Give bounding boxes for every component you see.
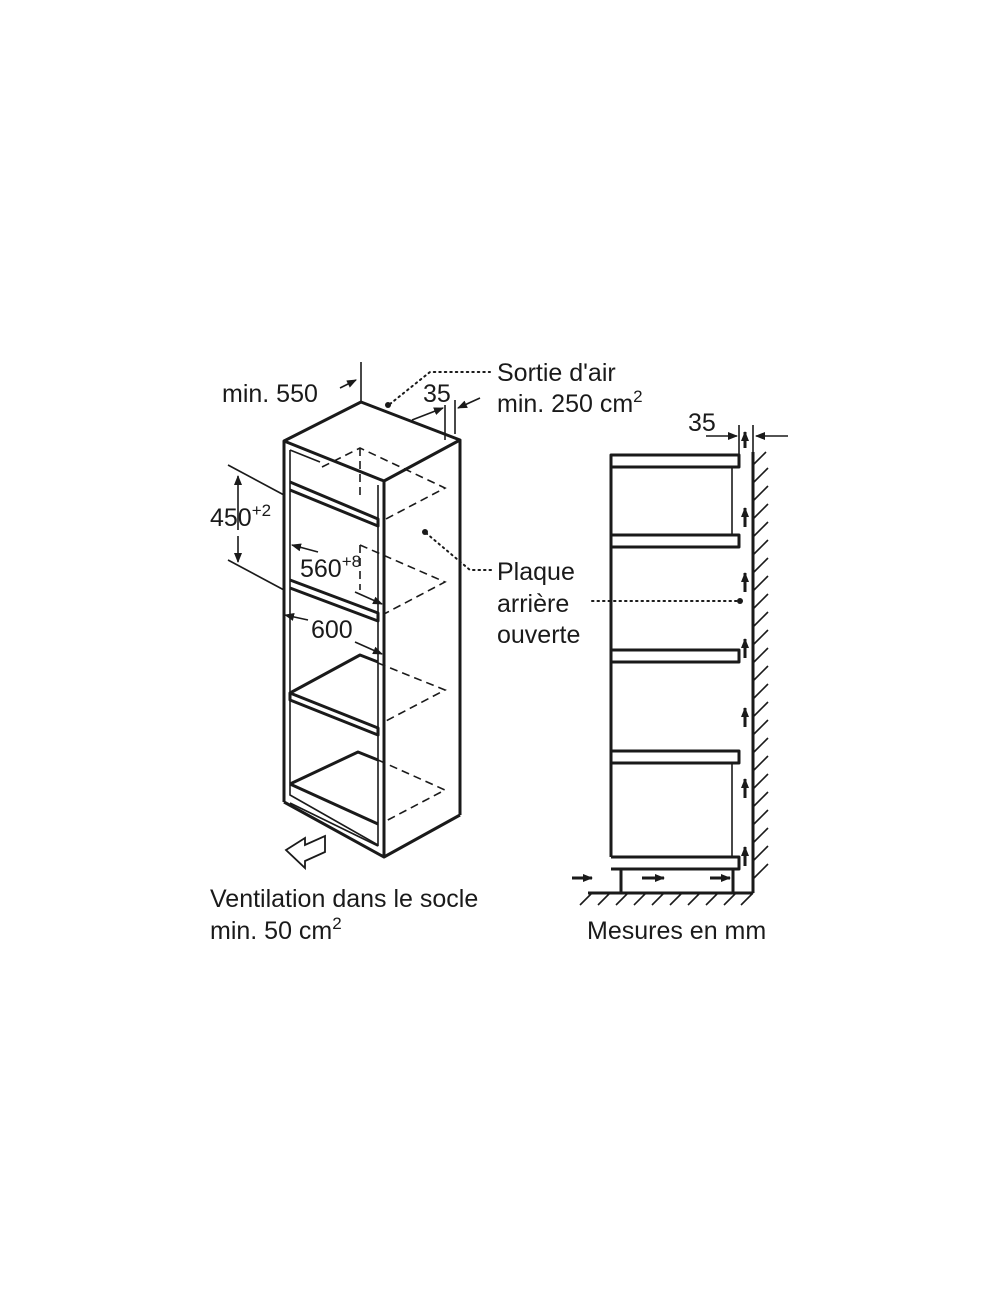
dim-560-value: 560 — [300, 555, 342, 583]
section-upper-shelf — [611, 533, 741, 549]
section-middle-shelf — [611, 648, 741, 664]
plinth-area-sup: 2 — [332, 914, 341, 933]
niche-upper-shelf — [289, 480, 380, 528]
plinth-airflow-arrow-icon — [284, 834, 326, 871]
dim-560-sup: +8 — [342, 552, 361, 571]
dim-450-label: 450+2 — [210, 501, 271, 532]
cabinet-top — [282, 400, 462, 483]
side-dim-35-label: 35 — [688, 409, 716, 437]
cabinet-inner-frame — [289, 450, 379, 847]
air-outlet-area-sup: 2 — [633, 387, 642, 406]
niche-lower-shelf — [288, 691, 380, 737]
back-panel-label-line3: ouverte — [497, 621, 580, 649]
niche-upper-back-dashed — [321, 447, 447, 521]
side-section-view — [572, 425, 788, 906]
cabinet-isometric-view — [227, 362, 494, 871]
back-panel-leader-left — [425, 532, 494, 571]
air-outlet-area-label: min. 250 cm2 — [497, 387, 643, 418]
niche-middle-back-dashed — [359, 544, 447, 615]
section-lower-shelf — [611, 749, 741, 765]
dim-450-value: 450 — [210, 504, 252, 532]
niche-bottom-edge — [289, 750, 379, 786]
back-panel-label-line2: arrière — [497, 590, 569, 618]
air-outlet-label: Sortie d'air — [497, 359, 616, 387]
dim-450-sup: +2 — [252, 501, 271, 520]
niche-lower-shelf-edge — [289, 653, 379, 695]
plinth-area-label: min. 50 cm2 — [210, 914, 342, 945]
niche-middle-shelf — [289, 578, 380, 623]
plinth-ventilation-label: Ventilation dans le socle — [210, 885, 478, 913]
dim-600-label: 600 — [311, 616, 353, 644]
air-outlet-area-value: min. 250 cm — [497, 390, 633, 418]
dim-35-top-label: 35 — [423, 380, 451, 408]
floor-hatching — [579, 892, 754, 906]
min-550-label: min. 550 — [222, 380, 318, 408]
air-outlet-leader — [389, 371, 491, 405]
cabinet-bottom-edge — [283, 800, 461, 859]
plinth-area-value: min. 50 cm — [210, 917, 332, 945]
section-top-board — [609, 453, 741, 469]
wall-hatching — [752, 451, 769, 880]
dim-560-label: 560+8 — [300, 552, 361, 583]
back-panel-label-line1: Plaque — [497, 558, 575, 586]
units-note: Mesures en mm — [587, 917, 766, 945]
section-bottom-board — [611, 855, 741, 871]
